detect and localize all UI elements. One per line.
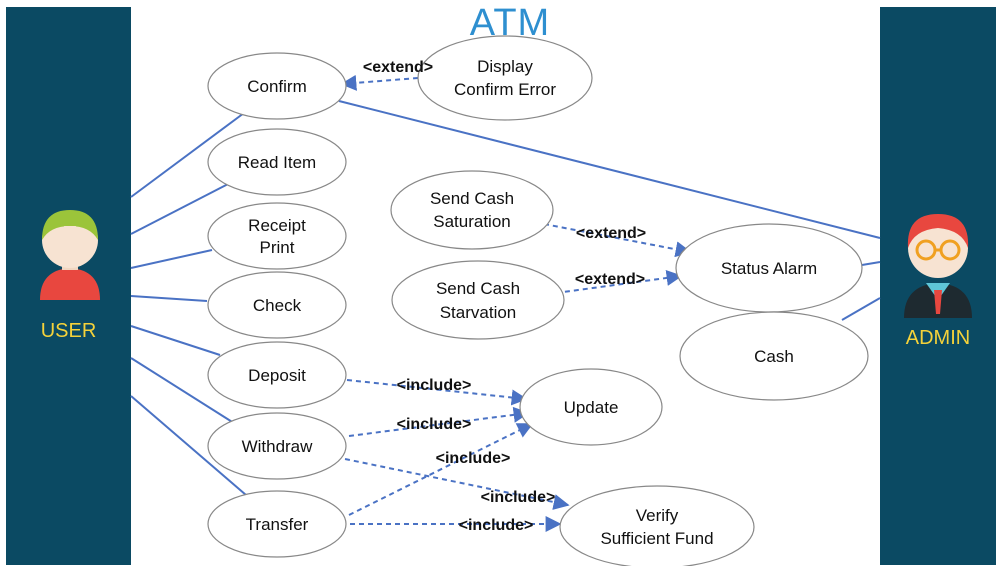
include-label-transfer-verify: <include> <box>459 517 534 534</box>
send-cash-starvation-label-line2: Starvation <box>440 303 517 322</box>
receipt-print-label-line2: Print <box>260 238 295 257</box>
check-label: Check <box>253 296 302 315</box>
include-arrow-deposit-update <box>346 379 528 406</box>
use-case-check <box>207 271 347 339</box>
transfer-label: Transfer <box>246 515 309 534</box>
extend-arrow-starvation <box>555 270 683 294</box>
assoc-user-withdraw <box>130 357 238 426</box>
display-confirm-error-label-line1: Display <box>477 57 533 76</box>
use-case-display-confirm-error <box>417 35 593 121</box>
assoc-user-check <box>130 295 208 302</box>
include-label-transfer-update: <include> <box>436 450 511 467</box>
withdraw-label: Withdraw <box>242 437 314 456</box>
deposit-label: Deposit <box>248 366 306 385</box>
assoc-admin-confirm <box>338 100 881 239</box>
update-label: Update <box>564 398 619 417</box>
confirm-label: Confirm <box>247 77 307 96</box>
use-case-transfer <box>207 490 347 558</box>
send-cash-saturation-label-line1: Send Cash <box>430 189 514 208</box>
verify-sufficient-fund-label-line1: Verify <box>636 506 679 525</box>
include-label-deposit-update: <include> <box>397 377 472 394</box>
admin-actor-icon <box>904 214 972 318</box>
extend-arrow-confirm-error <box>340 74 419 91</box>
include-label-withdraw-update: <include> <box>397 416 472 433</box>
send-cash-saturation-label-line2: Saturation <box>433 212 511 231</box>
admin-actor-label: ADMIN <box>905 327 971 349</box>
extend-label-starvation: <extend> <box>575 271 645 288</box>
extend-label-saturation: <extend> <box>576 225 646 242</box>
assoc-user-deposit <box>130 325 221 356</box>
assoc-user-transfer <box>130 395 247 496</box>
use-case-verify-sufficient-fund <box>559 485 755 566</box>
include-arrow-transfer-update <box>348 423 534 516</box>
verify-sufficient-fund-label-line2: Sufficient Fund <box>600 529 713 548</box>
use-case-send-cash-starvation <box>391 260 565 340</box>
use-case-withdraw <box>207 412 347 480</box>
status-alarm-label: Status Alarm <box>721 259 817 278</box>
use-case-deposit <box>207 341 347 409</box>
assoc-admin-cash <box>841 297 881 321</box>
send-cash-starvation-label-line1: Send Cash <box>436 279 520 298</box>
assoc-user-receipt-print <box>130 249 213 269</box>
include-arrow-withdraw-update <box>348 406 530 437</box>
include-label-withdraw-verify: <include> <box>481 489 556 506</box>
extend-label-confirm-error: <extend> <box>363 59 433 76</box>
use-case-send-cash-saturation <box>390 170 554 250</box>
display-confirm-error-label-line2: Confirm Error <box>454 80 556 99</box>
include-arrow-withdraw-verify <box>344 458 570 510</box>
use-case-cash <box>679 311 869 401</box>
user-actor-label: USER <box>40 320 97 342</box>
use-case-confirm <box>207 52 347 120</box>
assoc-user-read-item <box>130 182 231 235</box>
use-case-receipt-print <box>207 202 347 270</box>
assoc-user-confirm <box>130 112 245 198</box>
use-case-read-item <box>207 128 347 196</box>
read-item-label: Read Item <box>238 153 316 172</box>
use-case-update <box>519 368 663 446</box>
extend-arrow-saturation <box>543 223 692 258</box>
user-actor-icon <box>40 210 100 300</box>
receipt-print-label-line1: Receipt <box>248 216 306 235</box>
cash-label: Cash <box>754 347 794 366</box>
assoc-admin-status-alarm <box>861 261 881 266</box>
